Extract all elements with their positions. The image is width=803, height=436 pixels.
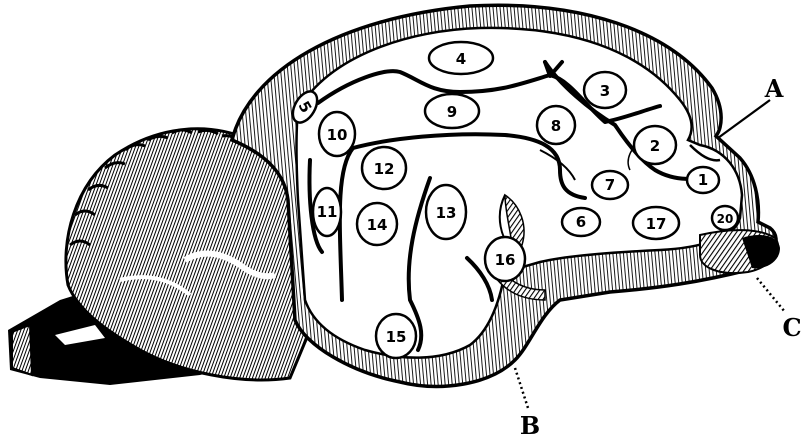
region-14: 14 [355, 201, 399, 247]
region-5: 5 [291, 90, 319, 124]
region-labels: 1 2 3 4 5 6 7 8 9 10 11 12 13 14 15 16 1… [291, 40, 740, 360]
region-7: 7 [590, 169, 630, 201]
region-10: 10 [317, 110, 357, 158]
region-1: 1 [685, 165, 721, 195]
region-16-label: 16 [495, 251, 516, 269]
region-4: 4 [427, 40, 495, 76]
region-14-label: 14 [367, 216, 388, 234]
region-17: 17 [631, 205, 681, 241]
region-3-label: 3 [600, 82, 610, 100]
region-17-label: 17 [646, 215, 667, 233]
pointer-c-label: C [782, 313, 801, 342]
region-12: 12 [360, 145, 408, 191]
sulci [307, 60, 721, 352]
region-10-label: 10 [327, 126, 348, 144]
region-13-label: 13 [436, 204, 457, 222]
pointer-a-label: A [764, 74, 784, 103]
region-2: 2 [632, 124, 678, 166]
pointer-b-label: B [520, 411, 540, 436]
region-13: 13 [424, 183, 468, 241]
region-6: 6 [560, 206, 602, 238]
region-20: 20 [710, 204, 740, 232]
region-7-label: 7 [605, 176, 615, 194]
pointer-b-line [513, 367, 530, 409]
region-16: 16 [483, 235, 527, 283]
region-11: 11 [311, 186, 343, 238]
region-8: 8 [535, 104, 577, 146]
region-15: 15 [374, 312, 418, 360]
region-9: 9 [423, 92, 481, 130]
pointers: A B C [513, 74, 802, 436]
region-9-label: 9 [447, 103, 457, 121]
region-15-label: 15 [386, 328, 407, 346]
region-3: 3 [582, 70, 628, 110]
region-6-label: 6 [576, 213, 586, 231]
region-2-label: 2 [650, 137, 660, 155]
region-11-label: 11 [317, 203, 338, 221]
pointer-c-line [756, 277, 786, 313]
region-12-label: 12 [374, 160, 395, 178]
region-20-label: 20 [717, 212, 734, 226]
region-4-label: 4 [456, 50, 466, 68]
region-8-label: 8 [551, 117, 561, 135]
pointer-a-line [717, 99, 771, 139]
region-1-label: 1 [698, 171, 708, 189]
